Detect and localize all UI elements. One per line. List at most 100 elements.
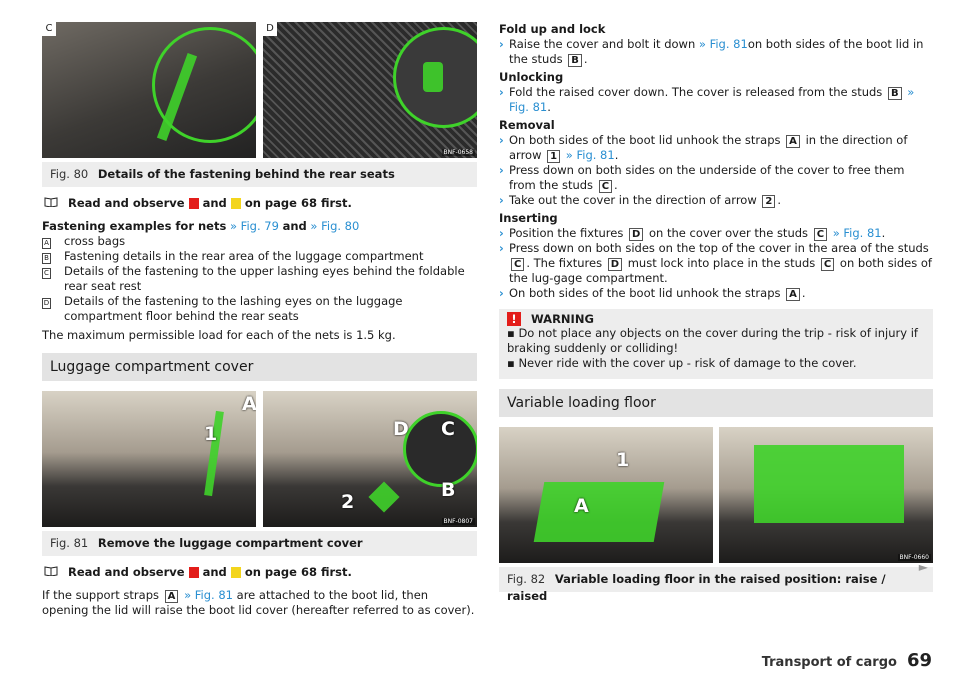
floor-panel-shape <box>754 445 904 523</box>
text: . <box>583 52 588 66</box>
read-and-observe: Read and observe and on page 68 first. <box>42 565 477 579</box>
step-item: › On both sides of the boot lid unhook t… <box>499 133 933 163</box>
fig-link[interactable]: » Fig. 81 <box>832 226 882 240</box>
figure-number: Fig. 81 <box>50 536 89 550</box>
load-note: The maximum permissible load for each of… <box>42 328 396 342</box>
figure-80-photos: C D BNF-0658 <box>42 22 477 158</box>
and-text: and <box>282 219 307 233</box>
fastening-heading: Fastening examples for nets » Fig. 79 an… <box>42 219 477 234</box>
text: on both sides of the boot lid in the stu… <box>509 37 924 66</box>
text: must lock into place in the studs <box>627 256 816 270</box>
footer-section: Transport of cargo <box>761 655 897 670</box>
fig-link[interactable]: » Fig. 79 <box>229 219 279 233</box>
step-item: › On both sides of the boot lid unhook t… <box>499 286 933 301</box>
legend-text: cross bags <box>64 234 126 248</box>
page-ref-text: on page 68 first. <box>244 565 352 579</box>
read-text: Read and observe <box>68 565 185 579</box>
text: Take out the cover in the direction of a… <box>509 193 757 207</box>
text: . <box>777 193 782 207</box>
fig-link[interactable]: » Fig. 81 <box>565 148 615 162</box>
net-hook-shape <box>423 62 443 92</box>
step-item: › Press down on both sides on the unders… <box>499 163 933 193</box>
tag-a: A <box>786 135 800 148</box>
step-arrow-icon: › <box>499 133 504 147</box>
legend-key: C <box>42 268 51 279</box>
foldup-heading: Fold up and lock <box>499 22 606 36</box>
text: . <box>881 226 886 240</box>
text: . The fixtures <box>526 256 603 270</box>
label-b: B <box>441 479 456 501</box>
and-text: and <box>202 196 227 210</box>
section-heading-floor: Variable loading floor <box>499 389 933 417</box>
figure-81-photos: A 1 D C B 2 BNF-0807 <box>42 391 477 527</box>
note-icon <box>230 566 241 578</box>
text: Position the fixtures <box>509 226 624 240</box>
figure-82-caption: Fig. 82 Variable loading floor in the ra… <box>499 567 933 603</box>
text: Fold the raised cover down. The cover is… <box>509 85 883 99</box>
support-paragraph: If the support straps A » Fig. 81 are at… <box>42 588 477 618</box>
step-arrow-icon: › <box>499 163 504 177</box>
label-1: 1 <box>204 423 218 445</box>
figure-80: C D BNF-0658 Fig. 80 Details of the fast… <box>42 22 477 187</box>
step-item: › Fold the raised cover down. The cover … <box>499 85 933 115</box>
text: on both sides of the lug-gage compartmen… <box>509 256 932 285</box>
tag-1: 1 <box>547 150 561 163</box>
page-footer: Transport of cargo 69 <box>762 650 932 671</box>
legend-item: B Fastening details in the rear area of … <box>42 249 477 264</box>
figure-title: Variable loading floor in the raised pos… <box>507 572 886 603</box>
section-heading-cover: Luggage compartment cover <box>42 353 477 381</box>
figure-81: A 1 D C B 2 BNF-0807 Fig. 81 Remove the … <box>42 391 477 556</box>
text: On both sides of the boot lid unhook the… <box>509 286 781 300</box>
text: are attached to the boot lid, then openi… <box>42 588 475 617</box>
page-number: 69 <box>906 650 932 671</box>
photo-cover-right: D C B 2 BNF-0807 <box>263 391 477 527</box>
legend-list: A cross bags B Fastening details in the … <box>42 234 477 324</box>
step-arrow-icon: › <box>499 286 504 300</box>
text: If the support straps <box>42 588 159 602</box>
step-arrow-icon: › <box>499 241 504 255</box>
warning-box: ! WARNING ▪ Do not place any objects on … <box>499 309 933 379</box>
inserting-heading: Inserting <box>499 211 558 225</box>
tag-b: B <box>568 54 582 67</box>
step-arrow-icon: › <box>499 85 504 99</box>
label-a: A <box>242 393 256 415</box>
legend-item: A cross bags <box>42 234 477 249</box>
read-and-observe: Read and observe and on page 68 first. <box>42 196 477 210</box>
warning-header: ! WARNING <box>507 312 925 326</box>
warning-icon <box>188 566 199 578</box>
legend-key: A <box>42 238 51 249</box>
step-item: › Take out the cover in the direction of… <box>499 193 933 208</box>
fig-link[interactable]: » Fig. 80 <box>310 219 360 233</box>
label-c: C <box>441 418 455 440</box>
and-text: and <box>202 565 227 579</box>
figure-82: 1 A BNF-0660 Fig. 82 Variable loading fl… <box>499 427 933 603</box>
page-ref-text: on page 68 first. <box>244 196 352 210</box>
fig-link[interactable]: » Fig. 81 <box>698 37 748 51</box>
detail-circle <box>152 27 256 143</box>
text: Press down on both sides on the undersid… <box>509 163 905 192</box>
exclamation-icon: ! <box>507 312 521 326</box>
step-item: › Position the fixtures D on the cover o… <box>499 226 933 241</box>
tag-2: 2 <box>762 195 776 208</box>
fig-link[interactable]: » Fig. 81 <box>184 588 233 602</box>
note-icon <box>230 197 241 209</box>
warning-title: WARNING <box>531 312 594 326</box>
fastening-title: Fastening examples for nets <box>42 219 227 233</box>
legend-item: D Details of the fastening to the lashin… <box>42 294 477 324</box>
photo-floor-raised: BNF-0660 <box>719 427 933 563</box>
fig-link[interactable]: » Fig. 81 <box>509 85 915 114</box>
tag-c: C <box>813 228 828 241</box>
text: Press down on both sides on the top of t… <box>509 241 929 255</box>
tag-a: A <box>164 590 179 603</box>
label-1: 1 <box>616 449 630 471</box>
step-arrow-icon: › <box>499 37 504 51</box>
legend-key: D <box>42 298 51 309</box>
tag-a: A <box>786 288 800 301</box>
figure-title: Remove the luggage compartment cover <box>97 536 363 550</box>
photo-d: D BNF-0658 <box>263 22 477 158</box>
tag-c: C <box>820 258 835 271</box>
corner-label-c: C <box>42 22 56 36</box>
right-column: Fold up and lock › Raise the cover and b… <box>499 22 933 603</box>
photo-cover-left: A 1 <box>42 391 256 527</box>
text: Raise the cover and bolt it down <box>509 37 696 51</box>
